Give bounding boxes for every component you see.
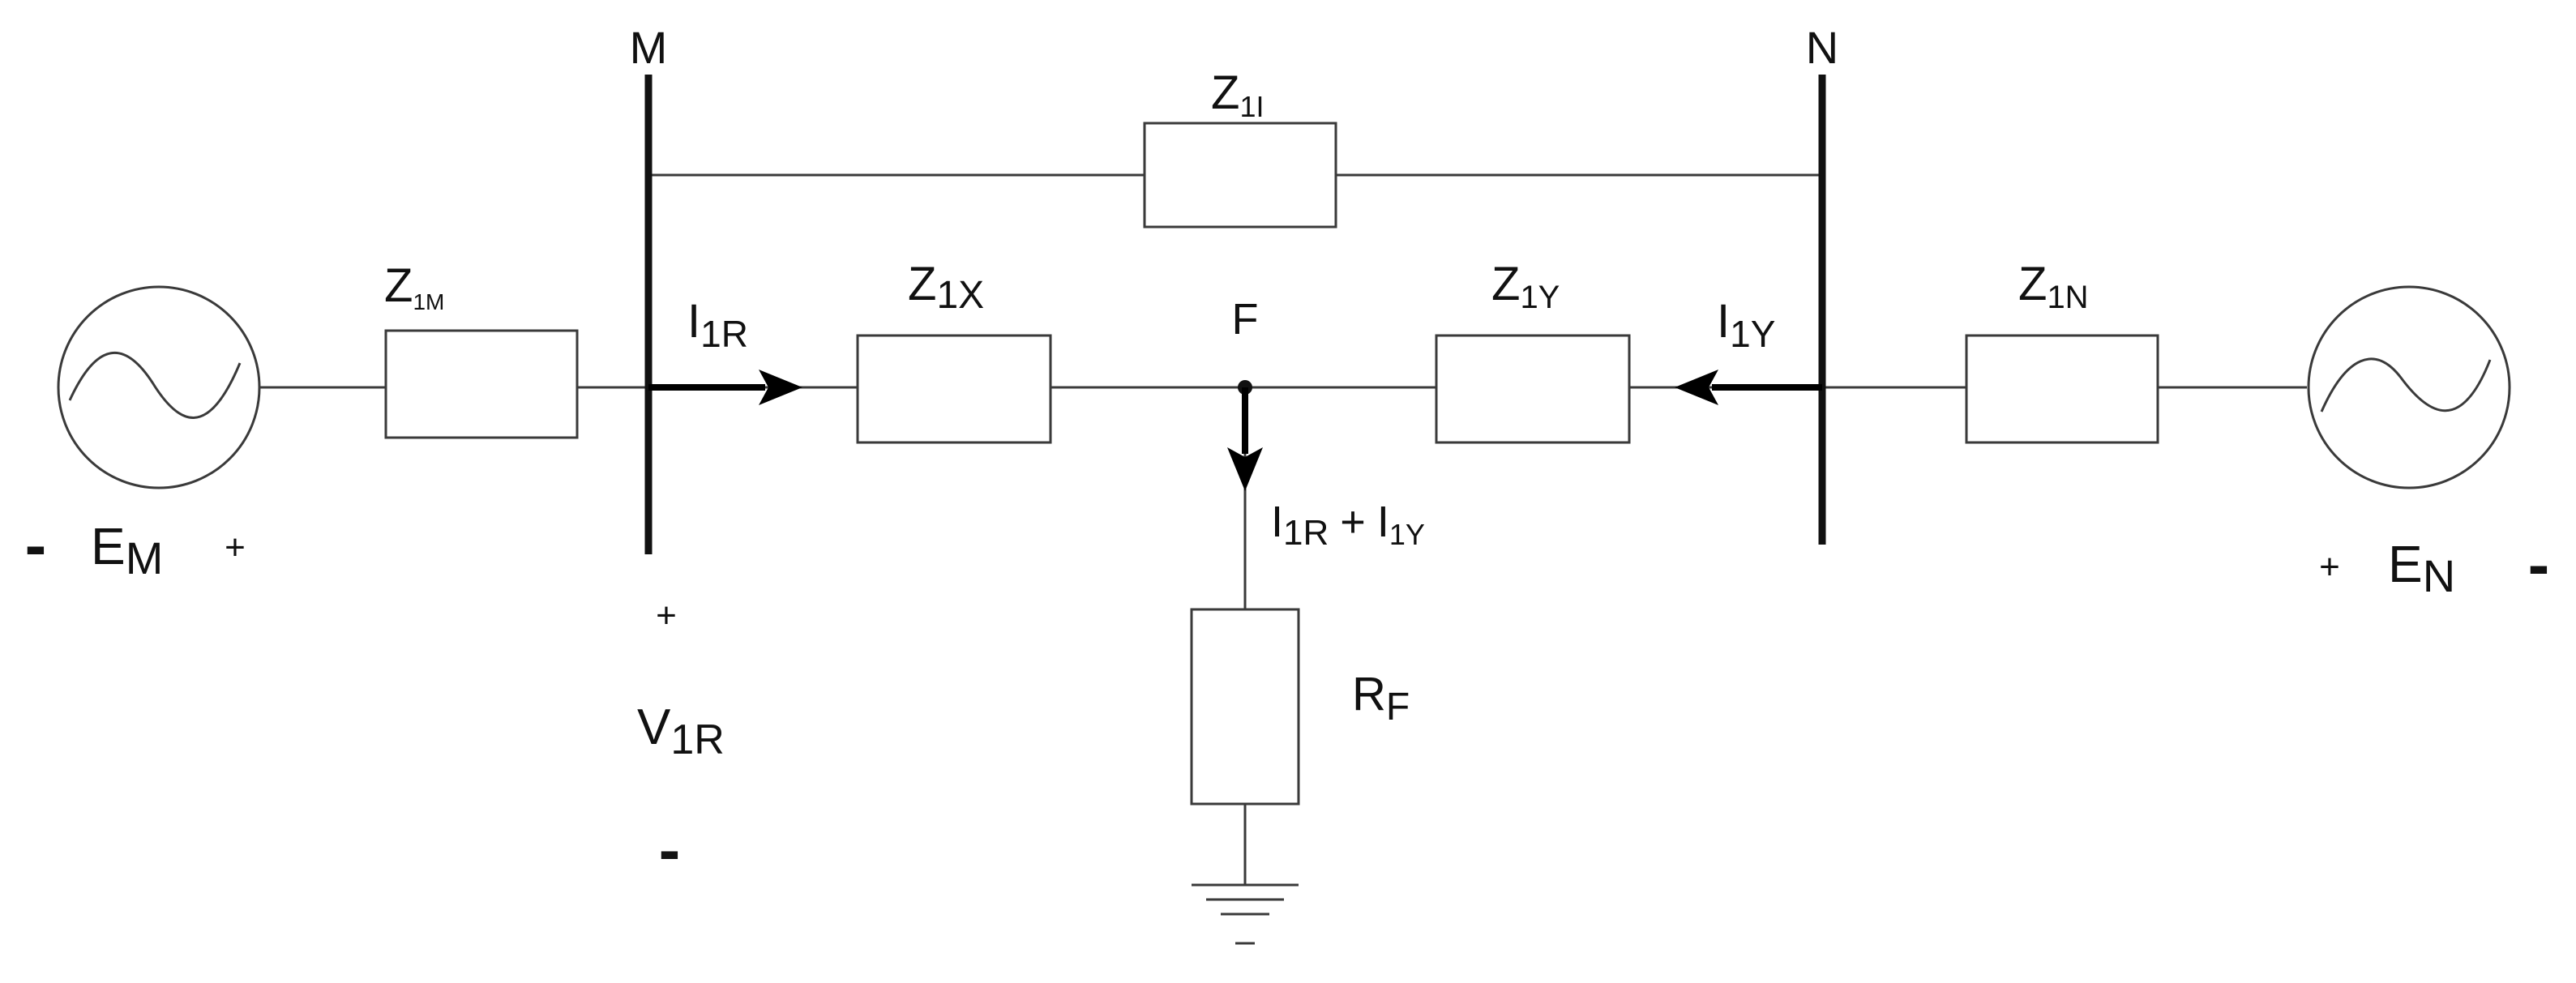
impedance-z1n-box <box>1965 334 2159 444</box>
label-f: F <box>1232 295 1259 344</box>
arrow-i1y <box>1675 370 1822 405</box>
arrow-i1r <box>648 370 802 405</box>
source-em-minus: - <box>25 509 47 581</box>
bus-m-label: M <box>630 22 668 73</box>
label-i1r: I1R <box>687 295 748 355</box>
resistor-rf-box <box>1190 608 1300 806</box>
label-z1n: Z1N <box>2018 258 2089 315</box>
source-em-plus: + <box>225 528 246 567</box>
sine-wave-icon <box>2320 357 2492 412</box>
source-en <box>2307 285 2511 489</box>
label-z1y: Z1Y <box>1491 258 1560 315</box>
label-z1i: Z1I <box>1211 66 1264 123</box>
source-em-circle <box>57 285 261 489</box>
sine-wave-icon <box>68 352 242 419</box>
voltage-minus-sign: - <box>659 814 681 886</box>
label-z1x: Z1X <box>908 258 984 317</box>
arrow-fault-current <box>1227 387 1263 491</box>
impedance-z1i-box <box>1143 122 1337 229</box>
impedance-z1m-box <box>384 329 579 439</box>
source-en-plus: + <box>2319 547 2340 587</box>
label-i1y: I1Y <box>1717 295 1775 355</box>
arrow-i1r-head <box>759 370 802 405</box>
bus-n-label: N <box>1806 22 1838 73</box>
label-v1r: V1R <box>637 699 725 763</box>
label-fault-current: I1R+I1Y <box>1271 498 1425 553</box>
label-rf: RF <box>1352 668 1410 729</box>
ground-icon <box>1192 883 1299 945</box>
voltage-plus-sign: + <box>656 596 677 635</box>
impedance-z1y-box <box>1435 334 1631 444</box>
label-z1m: Z1M <box>384 259 444 314</box>
source-en-minus: - <box>2528 528 2550 600</box>
label-en: EN <box>2388 535 2455 601</box>
source-em <box>57 285 261 489</box>
label-em: EM <box>91 517 163 583</box>
arrow-fault-head <box>1227 447 1263 491</box>
arrow-i1y-head <box>1675 370 1718 405</box>
impedance-z1x-box <box>856 334 1052 444</box>
